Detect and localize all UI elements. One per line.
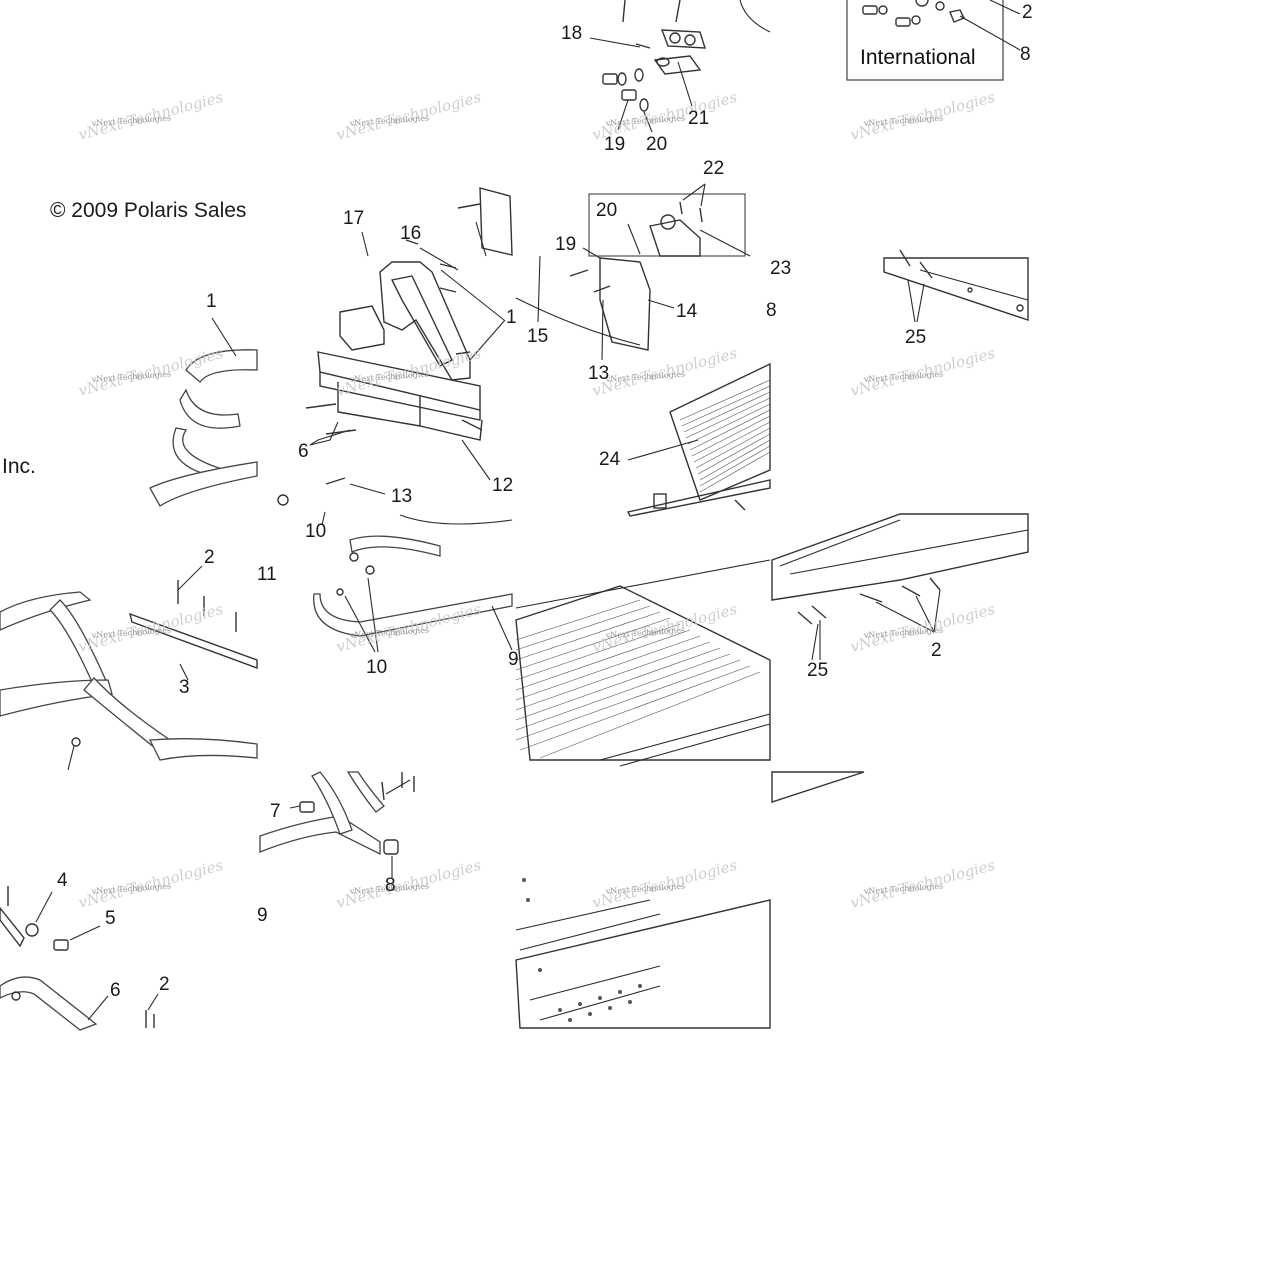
panel-14-assembly — [515, 183, 771, 517]
callout-9: 9 — [508, 649, 519, 670]
callout-7: 7 — [270, 801, 281, 822]
callout-13: 13 — [391, 486, 412, 507]
callout-6: 6 — [110, 980, 121, 1001]
callout-13: 13 — [588, 363, 609, 384]
callout-2: 2 — [159, 974, 170, 995]
floor-edge-25 — [883, 249, 1029, 323]
callout-3: 3 — [179, 677, 190, 698]
callout-25: 25 — [807, 660, 828, 681]
seat-bracket — [277, 187, 513, 526]
callout-9: 9 — [257, 905, 268, 926]
callout-10: 10 — [305, 521, 326, 542]
copyright-notice-tail: Inc. — [2, 455, 36, 478]
callout-21: 21 — [688, 108, 709, 129]
callout-19: 19 — [604, 134, 625, 155]
callout-10: 10 — [366, 657, 387, 678]
tube-9-10 — [313, 514, 513, 653]
callout-labels: 18 21 19 20 22 20 19 23 8 2 8 17 16 1 1 … — [57, 2, 1033, 1001]
side-rail — [771, 513, 1029, 803]
callout-4: 4 — [57, 870, 68, 891]
callout-20: 20 — [596, 200, 617, 221]
floor-mesh — [515, 559, 771, 767]
callout-12: 12 — [492, 475, 513, 496]
callout-2: 2 — [204, 547, 215, 568]
international-label: International — [860, 46, 976, 69]
callout-11: 11 — [257, 564, 277, 585]
callout-8: 8 — [385, 875, 396, 896]
callout-17: 17 — [343, 208, 364, 229]
callout-1: 1 — [506, 307, 517, 328]
lower-floor — [515, 878, 771, 1029]
floor-mat-24 — [626, 362, 771, 517]
lower-frame — [0, 886, 159, 1031]
callout-22: 22 — [703, 158, 724, 179]
callout-8: 8 — [1020, 44, 1031, 65]
callout-23: 23 — [770, 258, 791, 279]
callout-14: 14 — [676, 301, 698, 322]
hinge-assembly — [589, 0, 771, 133]
callout-6: 6 — [298, 441, 309, 462]
callout-18: 18 — [561, 23, 582, 44]
international-variant-box: International — [846, 0, 1021, 81]
callout-5: 5 — [105, 908, 116, 929]
callout-15: 15 — [527, 326, 548, 347]
callout-19: 19 — [555, 234, 576, 255]
callout-24: 24 — [599, 449, 621, 470]
frame-tubes — [0, 317, 258, 771]
callout-8: 8 — [766, 300, 777, 321]
callout-1: 1 — [206, 291, 217, 312]
arm-7-8 — [259, 771, 415, 878]
callout-2: 2 — [931, 640, 942, 661]
callout-16: 16 — [400, 223, 421, 244]
callout-2: 2 — [1022, 2, 1033, 23]
copyright-notice: © 2009 Polaris Sales — [50, 199, 246, 222]
callout-20: 20 — [646, 134, 667, 155]
callout-25: 25 — [905, 327, 926, 348]
